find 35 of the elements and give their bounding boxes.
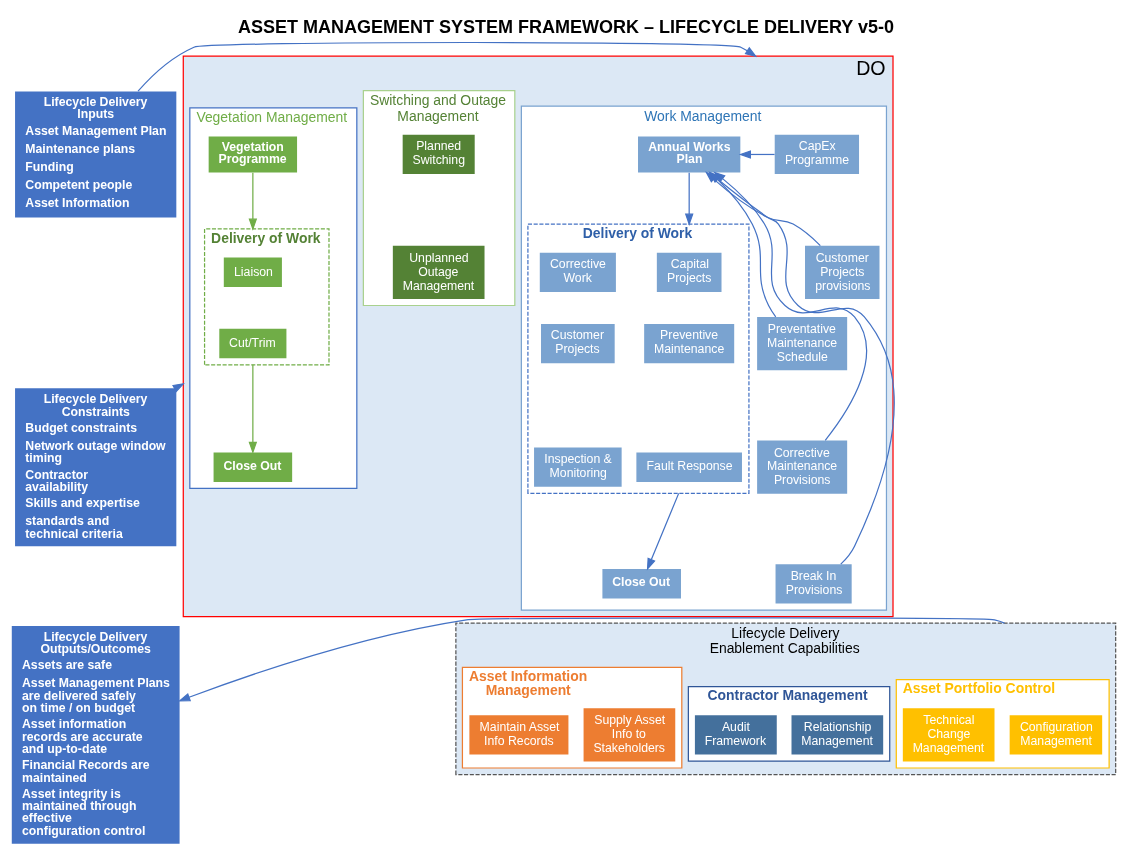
node-box: Break In Provisions: [775, 563, 852, 603]
node-box: Technical Change Management: [902, 707, 995, 761]
node-box: Vegetation Programme: [208, 135, 298, 172]
arrow: [248, 171, 258, 231]
node-box: Configuration Management: [1009, 714, 1103, 754]
node-box: Customer Projects provisions: [805, 245, 880, 299]
node-box: Customer Projects: [541, 323, 615, 363]
node-box: Supply Asset Info to Stakeholders: [583, 707, 676, 761]
arrow: [646, 492, 680, 570]
node-box: Annual Works Plan: [638, 135, 741, 172]
node-box: Maintain Asset Info Records: [469, 714, 569, 754]
node-box: Liaison: [223, 257, 282, 287]
diagram-title: ASSET MANAGEMENT SYSTEM FRAMEWORK – LIFECYCLE DELIVERY v5-0: [237, 16, 894, 37]
node-box: Unplanned Outage Management: [392, 245, 485, 299]
node-box: Lifecycle Delivery Outputs/Outcomes Assets are safe Asset Management Plans are delivered safely on time / on budget Asset information records are accurate and up-to-date Financial Records are maintained Asset integrity is maintained through effective configuration control: [11, 625, 180, 844]
node-box: Close Out: [602, 568, 681, 599]
node-box: Corrective Maintenance Provisions: [757, 440, 848, 494]
node-box: Preventive Maintenance: [644, 323, 735, 363]
node-box: Capital Projects: [656, 252, 722, 292]
node-box: CapEx Programme: [774, 134, 860, 174]
node-box: Fault Response: [636, 451, 742, 482]
arrow: [738, 149, 776, 159]
node-box: Lifecycle Delivery Inputs Asset Management Plan Maintenance plans Funding Competent people Asset Information: [15, 90, 177, 217]
node-box: Preventative Maintenance Schedule: [757, 316, 848, 370]
node-box: Cut/Trim: [219, 328, 287, 358]
arrow: [178, 616, 1006, 701]
node-box: Close Out: [213, 451, 293, 482]
node-box: Corrective Work: [539, 252, 616, 292]
node-box: Inspection & Monitoring: [534, 447, 622, 487]
arrow: [248, 363, 258, 454]
node-box: Planned Switching: [402, 134, 475, 174]
node-box: Relationship Management: [791, 714, 884, 754]
arrow: [137, 41, 758, 92]
arrow: [684, 171, 694, 226]
node-box: Audit Framework: [694, 714, 777, 754]
